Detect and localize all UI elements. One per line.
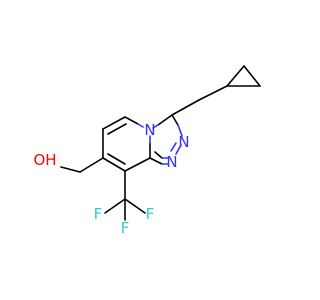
bond-cf3-f2 [124,198,146,214]
bond-cp-1 [226,65,245,87]
atom-label-n-a: N [178,133,189,151]
bond-n1-n2-b [170,142,177,152]
bond-n1-c8a-b [154,151,163,159]
bond-c3-n2-a [171,114,179,126]
bond-n4-segment-3 [152,124,159,129]
bond-c5-c6 [102,116,126,130]
bond-c3-ch2 [171,99,200,116]
bond-n1-c8a-a [149,157,163,165]
atom-label-n-ring: N [144,121,155,139]
atom-label-oh: OH [33,151,56,169]
bond-c7-c8-inner [107,153,126,165]
bond-n4-c3-b [164,114,173,121]
bond-c5-c6-inner [107,123,127,135]
bond-n4-c3-a [157,119,166,126]
atom-label-f-1: F [94,205,103,223]
bonds [60,65,261,221]
bond-n4-segment-1 [137,123,144,128]
bond-ch2-o [60,166,81,173]
bond-c7-c8 [102,157,126,172]
bond-cf3-f1 [104,198,126,214]
atom-labels: N N N OH F F F [33,121,189,237]
atom-label-n-b: N [166,153,177,171]
atom-label-f-2: F [146,205,155,223]
atom-label-f-3: F [121,219,130,237]
molecule-diagram: N N N OH F F F [33,65,261,237]
bond-c6-n4-a [124,116,139,125]
bond-ch2-cp [198,85,228,101]
bond-c8-c8a [124,157,151,172]
bond-c7-ch2 [79,157,104,173]
structure-canvas: N N N OH F F F [33,65,261,237]
bond-n2-segment [177,124,183,137]
bond-cp-2 [243,65,261,87]
nitrogen-bond-segments [137,123,183,165]
bond-n1-n2-a [175,144,182,155]
